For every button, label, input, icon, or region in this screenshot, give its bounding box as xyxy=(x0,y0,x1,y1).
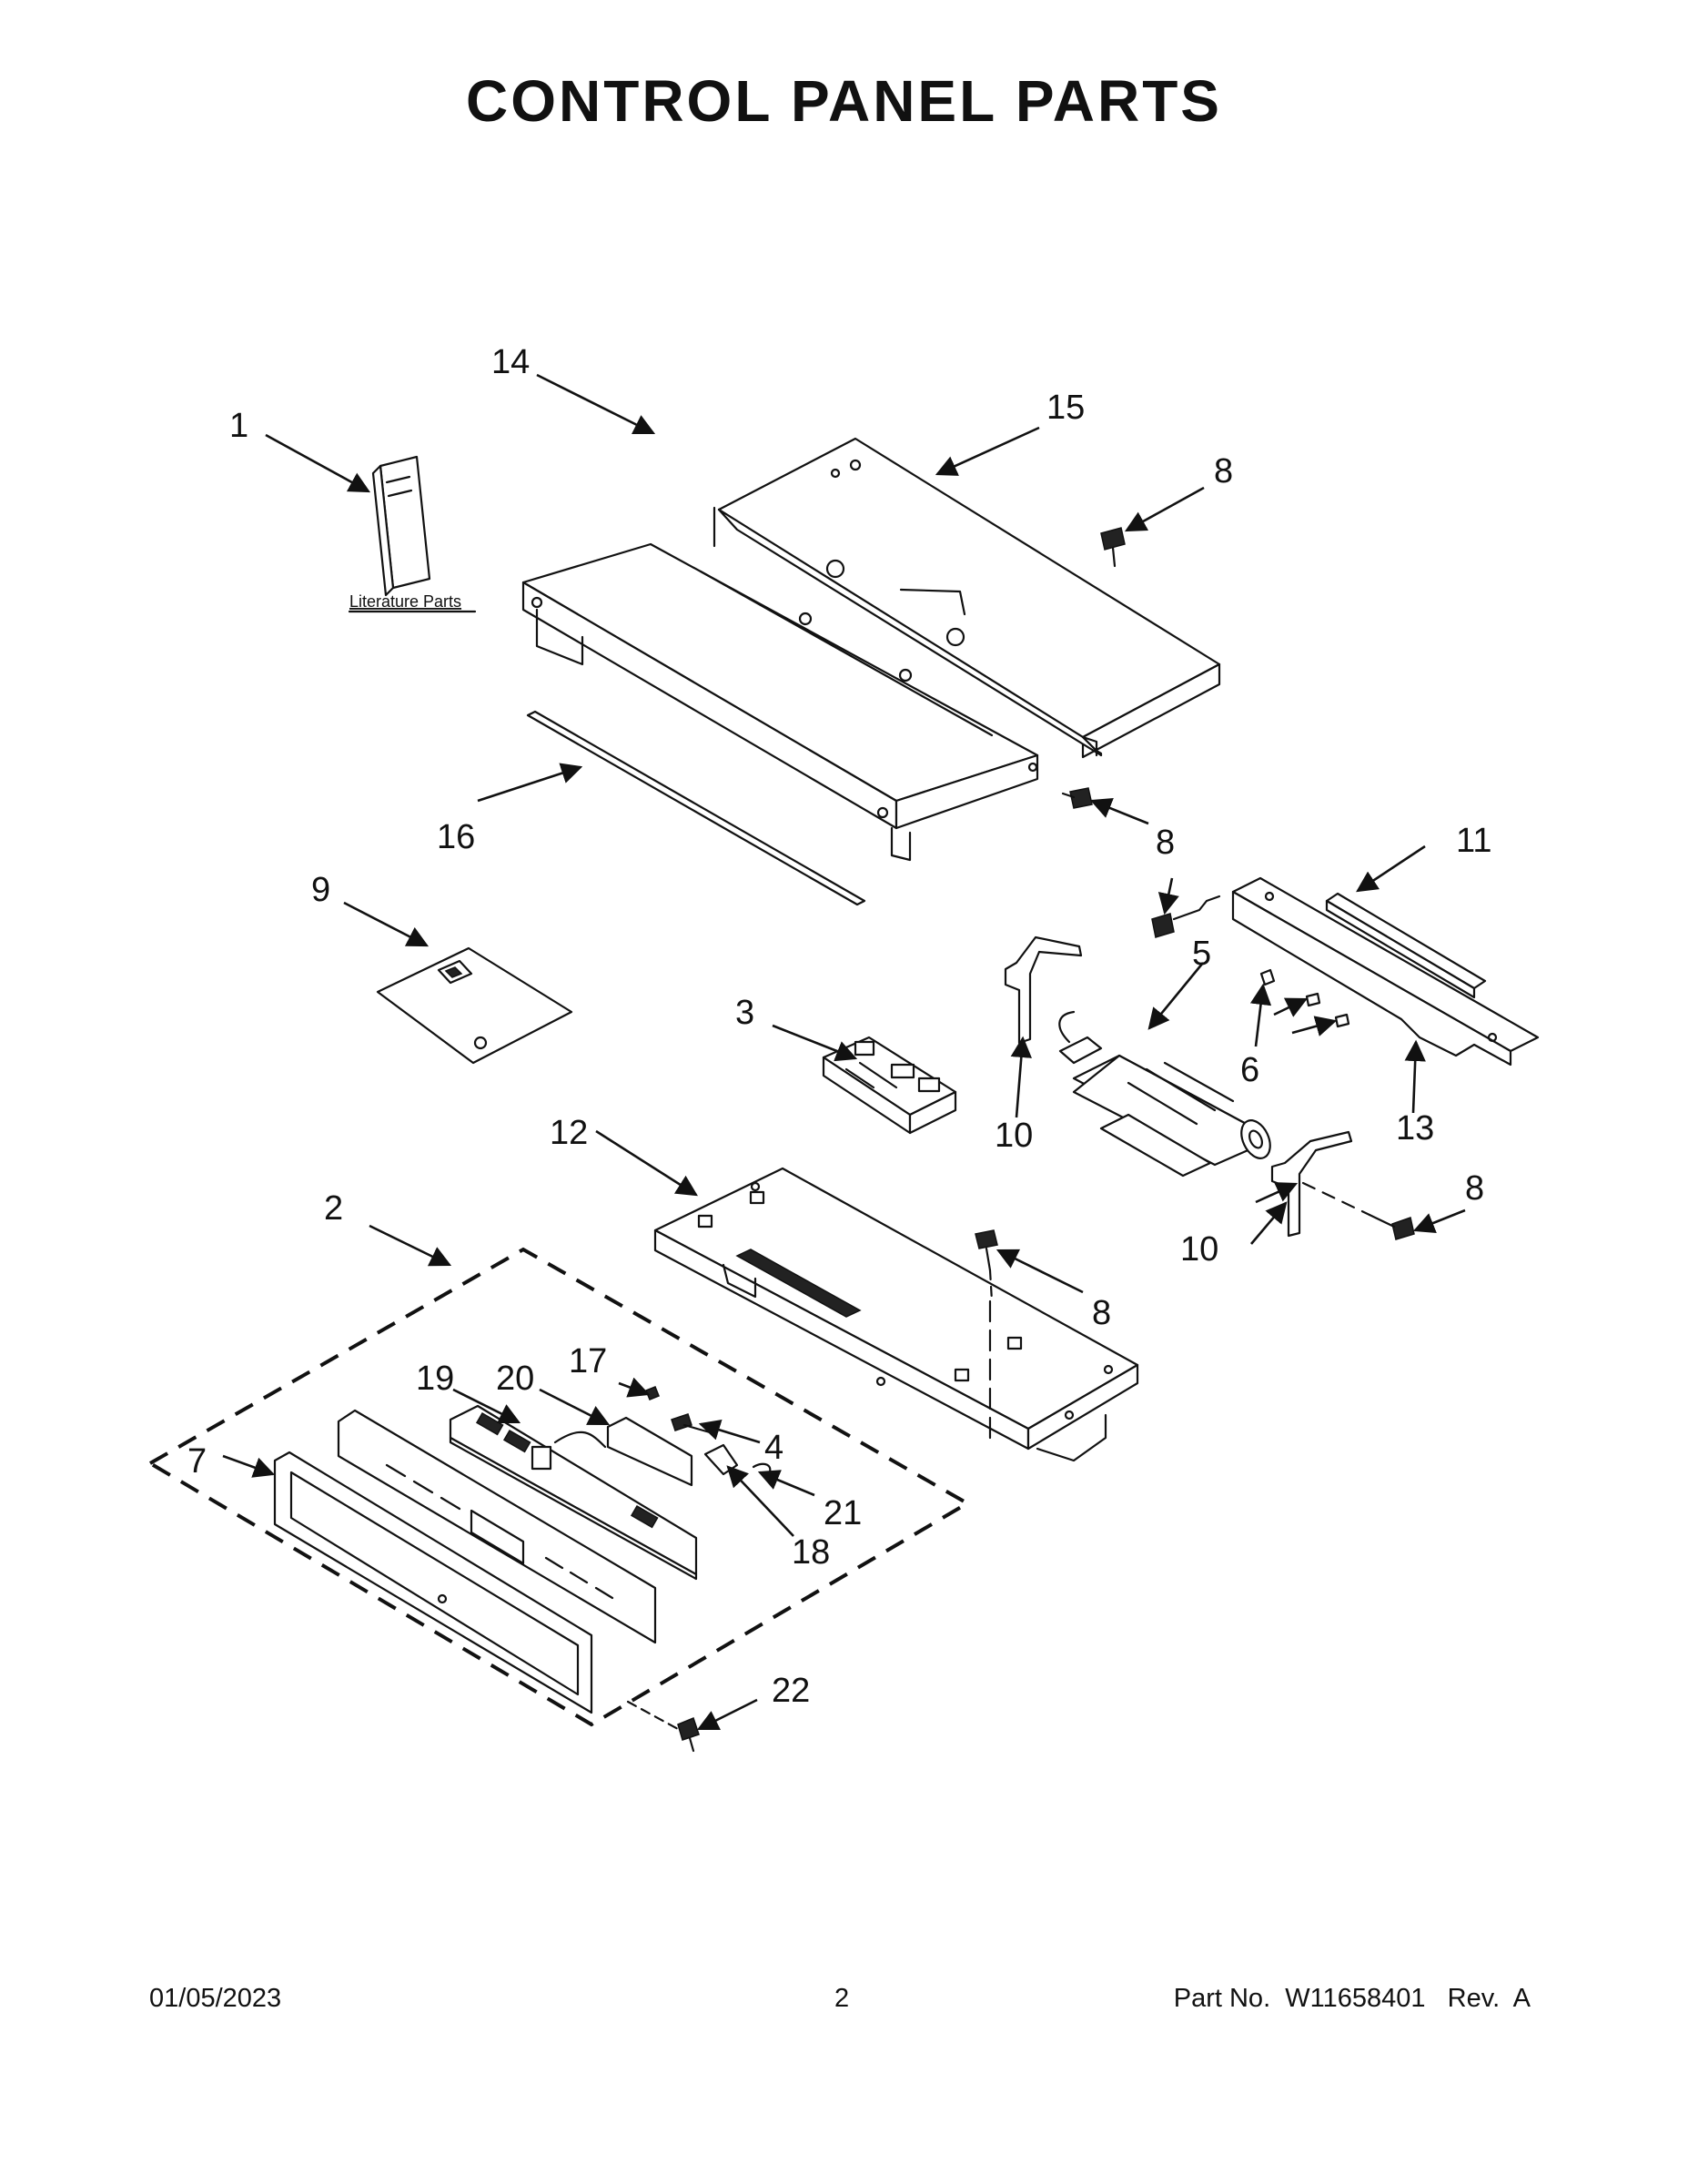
callout-8-top: 8 xyxy=(1214,452,1233,490)
part-14-housing xyxy=(521,542,1039,862)
part-16-trim-strip xyxy=(526,710,866,906)
part-19-20-ui-boards xyxy=(449,1404,698,1581)
callout-9: 9 xyxy=(311,871,330,909)
page-title: CONTROL PANEL PARTS xyxy=(466,68,1222,134)
part-1-literature-booklet: Literature Parts xyxy=(348,455,477,613)
part-22-screw xyxy=(626,1700,700,1753)
part-11-foam-strip xyxy=(1325,892,1487,999)
footer-part-number: Part No. W11658401 Rev. A xyxy=(1173,1984,1531,2013)
callout-6: 6 xyxy=(1240,1051,1259,1089)
callout-10-right: 10 xyxy=(1180,1230,1218,1269)
callout-4: 4 xyxy=(764,1429,783,1467)
callout-8-plate: 8 xyxy=(1092,1294,1111,1332)
glass-panel xyxy=(337,1409,657,1644)
part-15-upper-cover xyxy=(713,437,1221,759)
callout-16: 16 xyxy=(437,818,475,856)
part-3-control-board xyxy=(822,1036,957,1135)
part-12-mounting-plate xyxy=(653,1167,1139,1462)
callout-18: 18 xyxy=(792,1533,830,1572)
callout-8-mid: 8 xyxy=(1156,824,1175,862)
callout-22: 22 xyxy=(772,1672,810,1710)
callout-19: 19 xyxy=(416,1360,454,1398)
callout-17: 17 xyxy=(569,1342,607,1380)
callout-numbers: 1 2 3 4 5 6 7 8 8 8 8 9 10 10 11 12 13 1… xyxy=(187,343,1491,1710)
part-7-console-trim xyxy=(273,1451,593,1714)
part-10-bracket-right xyxy=(1270,1130,1353,1238)
footer-date: 01/05/2023 xyxy=(149,1984,282,2013)
part-8-screws xyxy=(975,527,1415,1449)
literature-parts-label: Literature Parts xyxy=(349,592,461,611)
callout-3: 3 xyxy=(735,994,754,1032)
callout-14: 14 xyxy=(491,343,530,381)
callout-7: 7 xyxy=(187,1442,207,1481)
callout-2: 2 xyxy=(324,1189,343,1228)
callout-11: 11 xyxy=(1456,822,1491,860)
callout-8-right: 8 xyxy=(1465,1169,1484,1208)
callout-21: 21 xyxy=(824,1494,862,1532)
part-9-pad xyxy=(376,946,573,1065)
callout-20: 20 xyxy=(496,1360,534,1398)
part-13-rail xyxy=(1231,876,1540,1067)
callout-10-left: 10 xyxy=(995,1117,1033,1155)
part-2-assembly-outline xyxy=(147,1247,971,1727)
part-10-bracket-left xyxy=(1004,935,1083,1045)
leader-arrows xyxy=(222,373,1466,1731)
footer-page-number: 2 xyxy=(834,1984,850,2013)
callout-12: 12 xyxy=(550,1114,588,1152)
callout-5: 5 xyxy=(1192,935,1211,973)
callout-13: 13 xyxy=(1396,1109,1434,1148)
part-5-blower-motor xyxy=(1058,1010,1271,1178)
callout-1: 1 xyxy=(229,407,248,445)
callout-15: 15 xyxy=(1046,389,1085,427)
part-6-pins xyxy=(1259,968,1350,1028)
